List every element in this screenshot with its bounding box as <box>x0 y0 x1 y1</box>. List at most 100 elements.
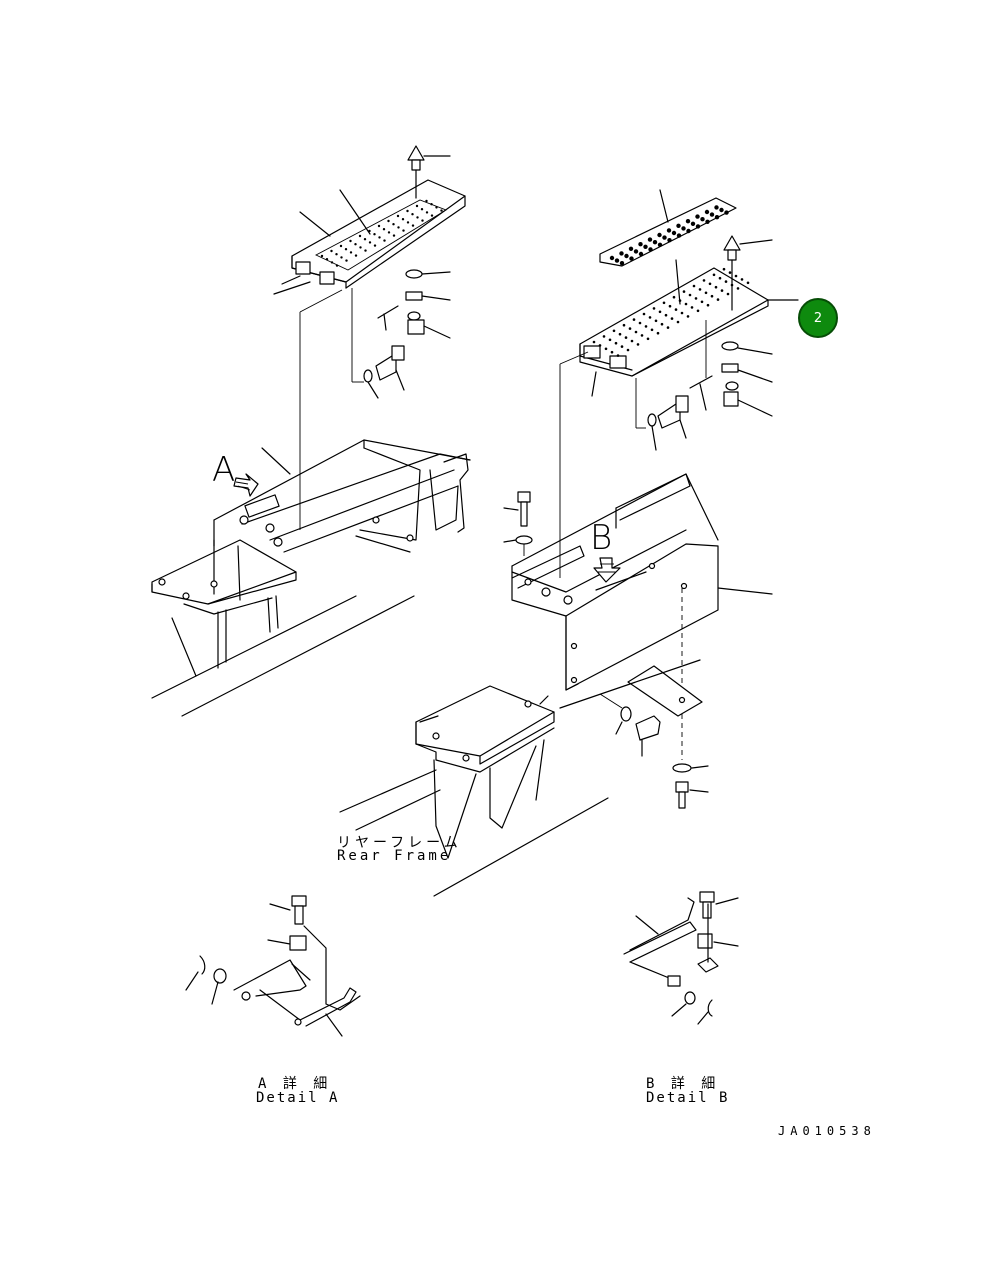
plate-hole <box>392 234 396 237</box>
left-step-plate <box>291 179 466 289</box>
left-hardware <box>351 145 451 399</box>
drawing-code: JA010538 <box>778 1124 876 1138</box>
plate-hole <box>387 219 390 223</box>
plate-hole <box>368 241 372 244</box>
plate-hole <box>406 221 410 224</box>
left-leader-lines <box>273 189 371 530</box>
plate-hole <box>619 251 624 256</box>
plate-hole <box>726 292 730 296</box>
detail-b-drawing <box>623 891 739 1025</box>
plate-hole <box>602 335 606 338</box>
plate-hole <box>746 281 750 285</box>
plate-hole <box>632 318 636 321</box>
plate-hole <box>618 332 622 336</box>
plate-hole <box>642 312 646 316</box>
plate-hole <box>688 293 692 297</box>
plate-hole <box>657 242 663 247</box>
plate-hole <box>335 264 339 267</box>
detail-a-drawing <box>185 895 361 1037</box>
left-tray-body <box>151 439 471 717</box>
plate-hole <box>629 256 634 261</box>
plate-hole <box>662 301 666 305</box>
right-rubber-mat <box>599 189 737 267</box>
plate-hole <box>686 228 691 234</box>
plate-hole <box>710 294 714 298</box>
plate-hole <box>335 253 338 256</box>
plate-hole <box>425 211 429 214</box>
plate-hole <box>704 209 710 215</box>
plate-hole <box>676 223 681 228</box>
plate-hole <box>415 204 419 208</box>
part-callout-2[interactable]: 2 <box>798 298 838 338</box>
plate-hole <box>349 251 353 254</box>
plate-hole <box>638 251 644 257</box>
plate-hole <box>644 325 648 328</box>
plate-hole <box>657 232 662 238</box>
plate-hole <box>608 338 612 342</box>
plate-hole <box>330 261 334 264</box>
plate-hole <box>714 205 719 210</box>
plate-hole <box>630 339 634 343</box>
plate-hole <box>377 224 381 228</box>
plate-hole <box>373 233 376 236</box>
plate-hole <box>330 249 333 253</box>
plate-hole <box>616 354 620 357</box>
plate-hole <box>325 258 329 261</box>
plate-hole <box>674 308 678 311</box>
plate-hole <box>656 331 660 335</box>
plate-hole <box>654 319 658 323</box>
plate-hole <box>373 244 377 247</box>
plate-hole <box>640 334 644 337</box>
view-a-label: A <box>212 450 236 490</box>
plate-hole <box>709 212 715 217</box>
plate-hole <box>696 309 700 313</box>
plate-hole <box>364 249 367 252</box>
plate-hole <box>636 343 640 346</box>
plate-hole <box>648 316 652 319</box>
plate-hole <box>604 347 608 351</box>
plate-hole <box>430 203 433 206</box>
right-tray-body <box>339 473 773 897</box>
plate-hole <box>406 209 409 213</box>
plate-hole <box>692 284 696 288</box>
plate-hole <box>722 267 726 271</box>
plate-hole <box>702 279 706 282</box>
plate-hole <box>682 290 686 293</box>
plate-hole <box>695 214 700 219</box>
plate-hole <box>634 330 638 334</box>
plate-hole <box>667 238 672 243</box>
plate-hole <box>592 340 596 344</box>
plate-hole <box>650 328 654 332</box>
rear-frame-label-jp: リヤーフレーム <box>337 835 462 851</box>
plate-hole <box>349 239 352 243</box>
plate-hole <box>718 276 722 280</box>
plate-hole <box>671 230 677 236</box>
plate-hole <box>668 304 672 308</box>
plate-hole <box>320 254 324 258</box>
plate-hole <box>382 228 386 231</box>
plate-hole <box>440 209 443 212</box>
plate-hole <box>666 326 670 329</box>
plate-hole <box>662 235 667 240</box>
plate-hole <box>643 244 648 249</box>
plate-hole <box>610 350 614 354</box>
plate-hole <box>638 321 642 325</box>
plate-hole <box>358 234 362 238</box>
plate-hole <box>378 236 381 239</box>
plate-hole <box>624 253 629 259</box>
plate-hole <box>626 348 630 352</box>
plate-hole <box>354 254 358 257</box>
plate-hole <box>359 246 362 249</box>
plate-hole <box>387 231 391 234</box>
plate-hole <box>401 218 405 221</box>
plate-hole <box>646 337 650 341</box>
detail-b-label-jp: B 詳 細 <box>646 1076 720 1092</box>
plate-hole <box>624 336 628 339</box>
plate-hole <box>411 224 415 227</box>
callout-number: 2 <box>813 310 823 326</box>
plate-hole <box>628 327 632 330</box>
plate-hole <box>435 206 438 209</box>
plate-hole <box>690 221 696 226</box>
